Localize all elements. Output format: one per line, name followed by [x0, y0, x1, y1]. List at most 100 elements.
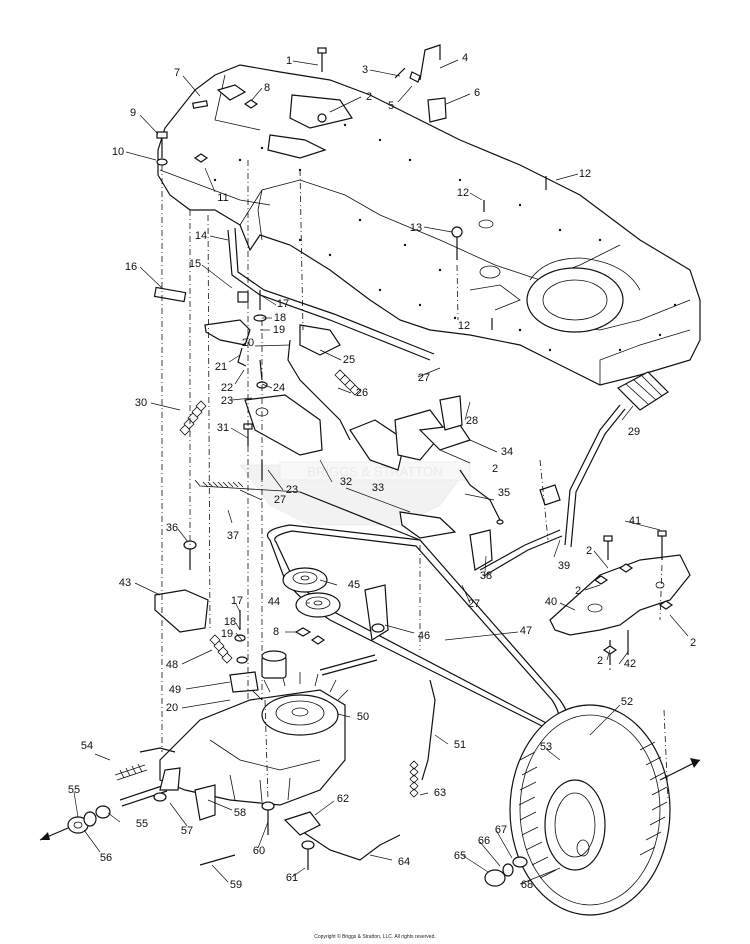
part-label-6: 6 [473, 87, 481, 99]
part-label-2: 2 [596, 655, 604, 667]
part-label-8: 8 [263, 82, 271, 94]
part-label-18: 18 [223, 616, 237, 628]
part-label-2: 2 [585, 545, 593, 557]
part-label-68: 68 [520, 879, 534, 891]
alignment-lines [161, 160, 669, 801]
part-label-56: 56 [99, 852, 113, 864]
part-label-30: 30 [134, 397, 148, 409]
part-label-2: 2 [574, 585, 582, 597]
part-label-12: 12 [457, 320, 471, 332]
part-label-21: 21 [214, 361, 228, 373]
part-label-44: 44 [267, 596, 281, 608]
part-label-19: 19 [220, 628, 234, 640]
part-label-29: 29 [627, 426, 641, 438]
part-label-55: 55 [67, 784, 81, 796]
part-label-20: 20 [165, 702, 179, 714]
part-label-49: 49 [168, 684, 182, 696]
part-label-48: 48 [165, 659, 179, 671]
part-label-46: 46 [417, 630, 431, 642]
part-label-11: 11 [217, 192, 229, 204]
part-label-36: 36 [165, 522, 179, 534]
part-label-35: 35 [497, 487, 511, 499]
transaxle [119, 650, 378, 866]
part-label-10: 10 [111, 146, 125, 158]
leader-lines [73, 59, 689, 885]
part-label-2: 2 [365, 91, 373, 103]
part-label-53: 53 [539, 741, 553, 753]
part-label-33: 33 [371, 482, 385, 494]
part-label-62: 62 [336, 793, 350, 805]
part-label-20: 20 [241, 337, 255, 349]
part-label-12: 12 [456, 187, 470, 199]
part-label-13: 13 [409, 222, 423, 234]
part-label-23: 23 [220, 395, 234, 407]
part-label-60: 60 [252, 845, 266, 857]
part-label-38: 38 [479, 570, 493, 582]
part-label-12: 12 [578, 168, 592, 180]
part-label-26: 26 [355, 387, 369, 399]
part-label-9: 9 [129, 107, 137, 119]
part-label-59: 59 [229, 879, 243, 891]
left-lower-parts [154, 540, 326, 693]
part-label-1: 1 [285, 55, 293, 67]
part-label-37: 37 [226, 530, 240, 542]
left-axle-parts [39, 763, 148, 841]
part-label-51: 51 [453, 739, 467, 751]
part-label-34: 34 [500, 446, 514, 458]
part-label-19: 19 [272, 324, 286, 336]
frame-holes [213, 123, 677, 352]
part-label-63: 63 [433, 787, 447, 799]
part-label-54: 54 [80, 740, 94, 752]
part-label-5: 5 [387, 100, 395, 112]
part-label-17: 17 [276, 298, 290, 310]
part-label-32: 32 [339, 476, 353, 488]
part-label-2: 2 [491, 463, 499, 475]
part-label-42: 42 [623, 658, 637, 670]
part-label-50: 50 [356, 711, 370, 723]
part-label-64: 64 [397, 856, 411, 868]
part-label-16: 16 [124, 261, 138, 273]
brake-linkage [153, 227, 435, 541]
part-label-22: 22 [220, 382, 234, 394]
part-label-31: 31 [216, 422, 230, 434]
part-label-41: 41 [628, 515, 642, 527]
right-bracket [549, 530, 691, 665]
part-label-27: 27 [467, 598, 481, 610]
clutch-lever-assembly [349, 371, 669, 577]
part-label-40: 40 [544, 596, 558, 608]
bottom-rod-assembly [283, 679, 436, 870]
fan-blades [251, 672, 349, 701]
part-label-17: 17 [230, 595, 244, 607]
part-label-24: 24 [272, 382, 286, 394]
watermark-text: BRIGGS & STRATTON [307, 464, 442, 479]
part-label-27: 27 [273, 494, 287, 506]
part-label-45: 45 [347, 579, 361, 591]
part-label-7: 7 [173, 67, 181, 79]
part-label-25: 25 [342, 354, 356, 366]
rear-wheel [484, 704, 701, 916]
part-label-47: 47 [519, 625, 533, 637]
part-label-55: 55 [135, 818, 149, 830]
part-label-27: 27 [417, 372, 431, 384]
part-label-66: 66 [477, 835, 491, 847]
part-label-43: 43 [118, 577, 132, 589]
part-label-61: 61 [285, 872, 299, 884]
part-label-57: 57 [180, 825, 194, 837]
part-label-18: 18 [273, 312, 287, 324]
part-label-2: 2 [689, 637, 697, 649]
part-label-15: 15 [188, 258, 202, 270]
part-label-4: 4 [461, 52, 469, 64]
part-label-28: 28 [465, 415, 479, 427]
part-label-8: 8 [272, 626, 280, 638]
part-label-67: 67 [494, 824, 508, 836]
part-label-65: 65 [453, 850, 467, 862]
chassis-frame [157, 64, 701, 386]
part-label-23: 23 [285, 484, 299, 496]
part-label-3: 3 [361, 64, 369, 76]
copyright-notice: Copyright © Briggs & Stratton, LLC. All … [314, 934, 436, 940]
part-label-52: 52 [620, 696, 634, 708]
part-label-14: 14 [194, 230, 208, 242]
part-label-39: 39 [557, 560, 571, 572]
